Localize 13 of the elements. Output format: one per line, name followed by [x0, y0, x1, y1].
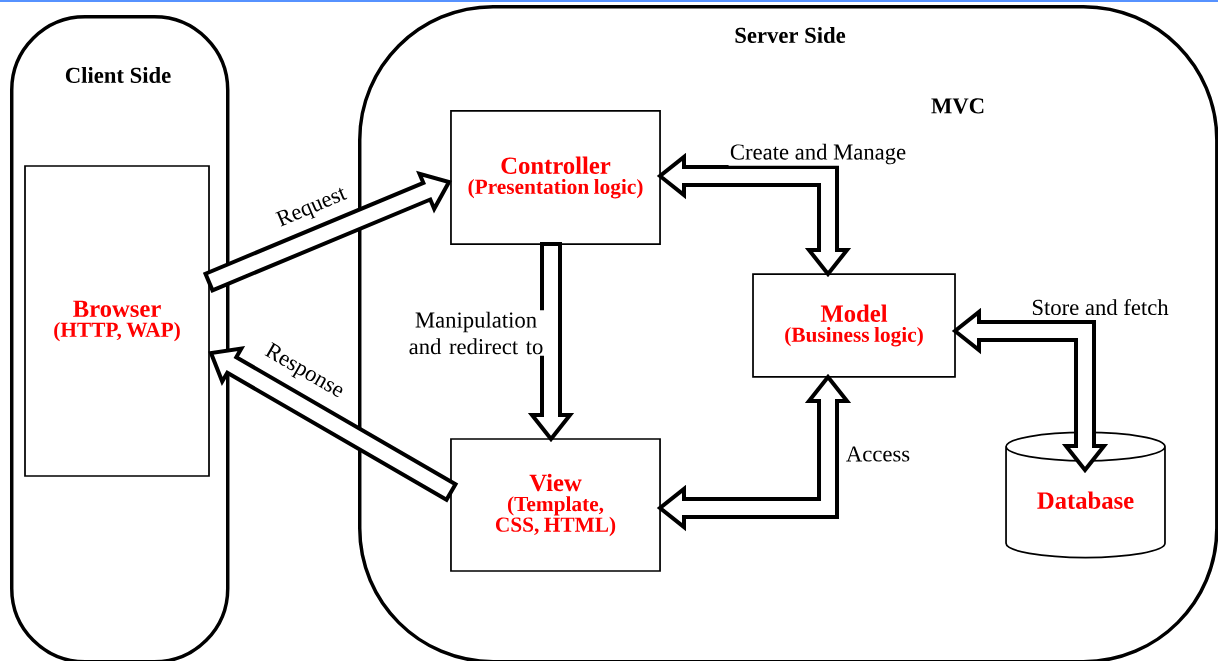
process-box: Browser (HTTP, WAP): [24, 165, 210, 477]
database-cylinder: Database: [1005, 431, 1166, 559]
edge-label: Create and Manage: [728, 142, 908, 166]
edge-label: Access: [844, 445, 912, 463]
edge-label: Manipulation and redirect to: [402, 310, 550, 356]
edge-label: Store and fetch: [1030, 297, 1170, 317]
hollow-arrow: [527, 242, 575, 443]
process-box: View (Template, CSS, HTML): [450, 438, 661, 572]
panel-title: Client Side: [65, 67, 171, 83]
panel-title: Server Side: [735, 27, 846, 43]
group-label: MVC: [931, 98, 984, 114]
process-box: Model (Business logic): [752, 273, 956, 378]
process-box: Controller (Presentation logic): [450, 110, 661, 245]
